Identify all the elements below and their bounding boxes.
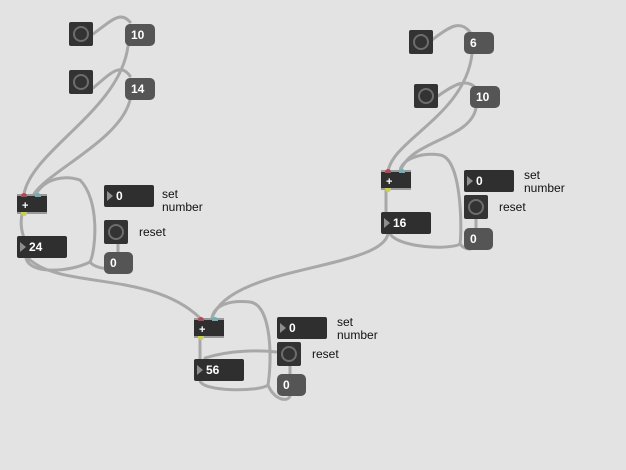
sum-number-box[interactable]: 56 xyxy=(194,359,244,381)
sum-number-box[interactable]: 16 xyxy=(381,212,431,234)
left-inlet[interactable] xyxy=(385,169,391,173)
adder-label: + xyxy=(386,176,393,188)
triangle-right-icon xyxy=(197,365,203,375)
triangle-right-icon xyxy=(280,323,286,333)
circle-ring-icon xyxy=(73,26,89,42)
patch-cord xyxy=(198,378,270,392)
reset-message-box[interactable]: 0 xyxy=(464,228,493,250)
patch-cord xyxy=(32,98,132,196)
sum-value: 56 xyxy=(206,363,220,377)
preset-message-box[interactable]: 10 xyxy=(470,86,500,108)
reset-comment: reset xyxy=(139,225,166,239)
patch-cord xyxy=(91,68,132,90)
preset-message-box[interactable]: 6 xyxy=(464,32,494,54)
reset-bang-button[interactable] xyxy=(104,220,128,244)
circle-ring-icon xyxy=(468,199,484,215)
bang-button[interactable] xyxy=(69,70,93,94)
patch-cord xyxy=(386,52,474,174)
comment-number: number xyxy=(524,181,565,195)
triangle-right-icon xyxy=(107,191,113,201)
number-value: 0 xyxy=(476,174,483,188)
patch-cord xyxy=(203,349,278,360)
adder-label: + xyxy=(22,200,29,212)
reset-bang-button[interactable] xyxy=(277,342,301,366)
circle-ring-icon xyxy=(73,74,89,90)
patch-cord xyxy=(22,44,130,196)
set-number-comment: set number xyxy=(524,169,565,195)
patch-cord xyxy=(430,24,472,42)
reset-message-box[interactable]: 0 xyxy=(104,252,133,274)
reset-message-box[interactable]: 0 xyxy=(277,374,306,396)
adder-object[interactable]: + xyxy=(194,317,224,340)
comment-set: set xyxy=(524,168,541,182)
patch-cord xyxy=(19,212,26,240)
patch-cord xyxy=(266,383,292,401)
set-number-comment: set number xyxy=(337,316,378,342)
patch-cord xyxy=(26,256,202,320)
left-inlet[interactable] xyxy=(21,193,27,197)
outlet[interactable] xyxy=(198,336,204,340)
right-inlet[interactable] xyxy=(212,317,218,321)
triangle-right-icon xyxy=(467,176,473,186)
number-box[interactable]: 0 xyxy=(277,317,327,339)
reset-bang-button[interactable] xyxy=(464,195,488,219)
number-box[interactable]: 0 xyxy=(464,170,514,192)
comment-number: number xyxy=(162,200,203,214)
circle-ring-icon xyxy=(413,34,429,50)
adder-object[interactable]: + xyxy=(17,193,47,216)
preset-message-box[interactable]: 10 xyxy=(125,24,155,46)
preset-message-box[interactable]: 14 xyxy=(125,78,155,100)
number-value: 0 xyxy=(116,189,123,203)
patch-cord xyxy=(388,232,462,249)
circle-ring-icon xyxy=(418,88,434,104)
comment-number: number xyxy=(337,328,378,342)
circle-ring-icon xyxy=(108,224,124,240)
patch-cord xyxy=(210,300,272,387)
bang-button[interactable] xyxy=(69,22,93,46)
adder-object[interactable]: + xyxy=(381,169,411,192)
number-value: 0 xyxy=(289,321,296,335)
patch-cord xyxy=(34,176,97,264)
patch-cord xyxy=(398,152,463,246)
reset-comment: reset xyxy=(499,200,526,214)
triangle-right-icon xyxy=(384,218,390,228)
patch-cord xyxy=(91,15,132,36)
triangle-right-icon xyxy=(20,242,26,252)
reset-comment: reset xyxy=(312,347,339,361)
comment-set: set xyxy=(337,315,354,329)
outlet[interactable] xyxy=(385,188,391,192)
set-number-comment: set number xyxy=(162,188,203,214)
number-box[interactable]: 0 xyxy=(104,185,154,207)
comment-set: set xyxy=(162,187,179,201)
sum-value: 16 xyxy=(393,216,407,230)
patch-cord xyxy=(436,81,478,98)
circle-ring-icon xyxy=(281,346,297,362)
sum-value: 24 xyxy=(29,240,43,254)
right-inlet[interactable] xyxy=(399,169,405,173)
bang-button[interactable] xyxy=(414,84,438,108)
patch-cord xyxy=(210,232,390,320)
right-inlet[interactable] xyxy=(35,193,41,197)
outlet[interactable] xyxy=(21,212,27,216)
bang-button[interactable] xyxy=(409,30,433,54)
left-inlet[interactable] xyxy=(198,317,204,321)
sum-number-box[interactable]: 24 xyxy=(17,236,67,258)
adder-label: + xyxy=(199,324,206,336)
